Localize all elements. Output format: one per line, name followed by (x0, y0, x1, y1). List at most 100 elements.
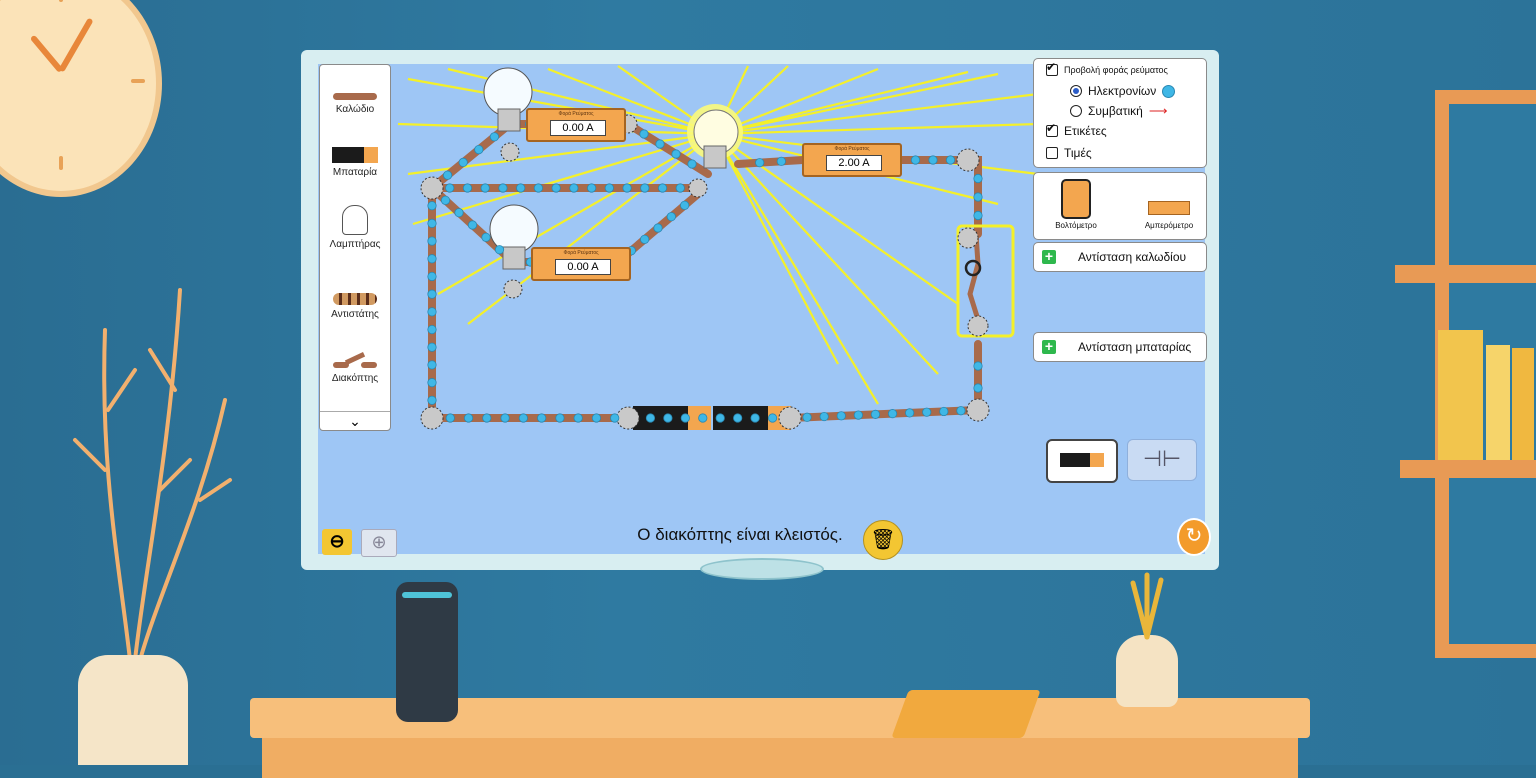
electron (671, 149, 681, 159)
switch-lever[interactable] (967, 233, 983, 327)
zoom-out-button[interactable]: ⊖ (322, 529, 352, 555)
toolbox-label: Αντιστάτης (331, 309, 379, 320)
junctions[interactable] (420, 114, 990, 430)
electron (945, 155, 956, 165)
expand-plus-icon[interactable]: + (1042, 339, 1056, 354)
electron (480, 183, 490, 193)
checkbox-checked-icon[interactable] (1046, 121, 1058, 137)
wire-resistance-accordion[interactable]: + Αντίσταση καλωδίου (1033, 242, 1207, 272)
electron (427, 342, 437, 352)
voltmeter-tool[interactable]: Βολτόμετρο (1048, 179, 1104, 230)
tv-stand (700, 558, 824, 580)
ammeter-label: Αμπερόμετρο (1144, 221, 1194, 230)
radio-icon[interactable] (1070, 105, 1082, 117)
schematic-view-button[interactable]: ⊣⊢ (1127, 439, 1197, 481)
shelf-book (1512, 348, 1534, 460)
ammeter-reading: 0.00 A (550, 120, 606, 136)
electron (887, 409, 898, 419)
ammeter-title: Φορά Ρεύματος (563, 250, 599, 256)
checkbox-checked-icon[interactable] (1046, 60, 1058, 76)
electron (973, 383, 983, 393)
clock-tick (59, 156, 63, 170)
voltmeter-icon (1061, 179, 1091, 219)
ammeter-probe[interactable]: Φορά Ρεύματος 0.00 A (526, 108, 626, 142)
lifelike-view-button[interactable] (1046, 439, 1118, 483)
toolbox-lightbulb[interactable]: Λαμπτήρας (320, 205, 390, 250)
electron (928, 155, 938, 165)
electron (604, 183, 614, 193)
toolbox-switch[interactable]: Διακόπτης (320, 352, 390, 384)
electron (591, 413, 602, 423)
reset-button[interactable]: ↻ (1177, 518, 1211, 556)
show-current-checkbox[interactable]: Προβολή φοράς ρεύματος (1046, 60, 1168, 76)
electron (427, 289, 437, 299)
electron (802, 412, 812, 422)
values-checkbox[interactable]: Τιμές (1046, 146, 1092, 160)
zoom-in-button[interactable]: ⊕ (361, 529, 397, 557)
lightbulb[interactable] (483, 67, 533, 132)
lightbulb-icon (342, 205, 368, 235)
electron (956, 406, 966, 416)
scroll-down-button[interactable]: ⌄ (320, 411, 390, 430)
clock-tick (131, 79, 145, 83)
switch-status-message: Ο διακόπτης είναι κλειστός. (637, 525, 843, 544)
switch-highlight[interactable] (956, 224, 1015, 338)
toolbox-resistor[interactable]: Αντιστάτης (320, 293, 390, 320)
electron (750, 413, 760, 423)
toolbox-label: Διακόπτης (331, 373, 379, 384)
radio-selected-icon[interactable] (1070, 85, 1082, 97)
toolbox-label: Καλώδιο (335, 104, 375, 115)
electron (870, 409, 881, 419)
electron (551, 183, 561, 193)
checkbox-icon[interactable] (1046, 147, 1058, 159)
labels-checkbox[interactable]: Ετικέτες (1046, 121, 1107, 138)
schematic-battery-icon: ⊣⊢ (1142, 446, 1182, 471)
ammeter-tool[interactable]: Αμπερόμετρο (1138, 201, 1200, 230)
electron (939, 406, 949, 417)
lightbulb[interactable] (693, 109, 739, 169)
electron (640, 183, 650, 193)
electron (645, 413, 656, 423)
ammeter-reading: 2.00 A (826, 155, 882, 171)
electron (474, 145, 484, 155)
reset-icon: ↻ (1185, 525, 1203, 547)
electrons-radio[interactable]: Ηλεκτρονίων (1070, 84, 1176, 98)
values-label: Τιμές (1064, 146, 1092, 160)
battery-icon (332, 147, 378, 163)
conventional-label: Συμβατική (1088, 104, 1143, 118)
switch-pivot[interactable] (964, 259, 982, 277)
conventional-radio[interactable]: Συμβατική ⟶ (1070, 103, 1167, 119)
toolbox-label: Λαμπτήρας (329, 239, 381, 250)
electrons-label: Ηλεκτρονίων (1088, 84, 1157, 98)
electron (494, 245, 505, 255)
electron (733, 413, 743, 423)
shelf-board (1395, 265, 1536, 283)
electron (905, 408, 915, 418)
desk-body (262, 738, 1298, 778)
electron (427, 378, 437, 388)
battery-resistance-accordion[interactable]: + Αντίσταση μπαταρίας (1033, 332, 1207, 362)
electron (819, 411, 829, 422)
ammeter-probe[interactable]: Φορά Ρεύματος 2.00 A (802, 143, 902, 177)
ammeter-probe[interactable]: Φορά Ρεύματος 0.00 A (531, 247, 631, 281)
electron (922, 407, 932, 417)
electron (427, 254, 437, 264)
toolbox-wire[interactable]: Καλώδιο (320, 93, 390, 115)
expand-plus-icon[interactable]: + (1042, 249, 1056, 264)
voltmeter-label: Βολτόμετρο (1055, 221, 1097, 230)
shelf-book (1486, 345, 1510, 460)
instruments-panel: Βολτόμετρο Αμπερόμετρο (1033, 172, 1207, 240)
minus-icon: ⊖ (329, 531, 345, 551)
trash-button[interactable]: 🗑 (863, 520, 903, 560)
electron (440, 195, 451, 205)
labels-label: Ετικέτες (1064, 124, 1107, 138)
electron (973, 361, 983, 371)
electron (427, 307, 437, 317)
lightbulb[interactable] (489, 204, 539, 270)
plant-vase (78, 655, 188, 765)
electron (533, 183, 543, 193)
electron (973, 173, 983, 184)
electron (573, 413, 583, 423)
component-toolbox: Καλώδιο Μπαταρία Λαμπτήρας Αντιστάτης Δι… (319, 64, 391, 431)
toolbox-battery[interactable]: Μπαταρία (320, 147, 390, 178)
